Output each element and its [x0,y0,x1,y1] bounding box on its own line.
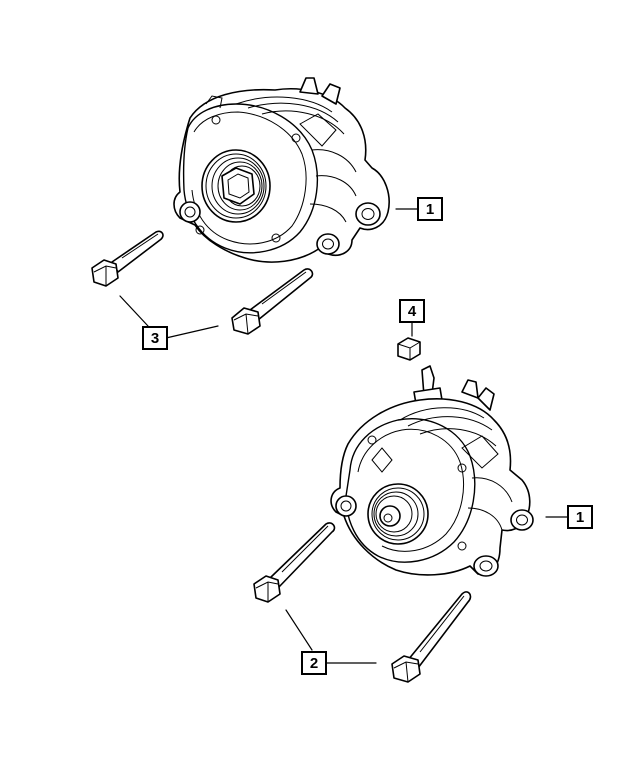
callout-label: 2 [310,655,318,672]
bolt-lower-left-icon[interactable] [253,522,336,603]
callout-label: 4 [408,303,417,320]
callout-2: 2 [285,609,377,675]
callout-4: 4 [399,299,425,337]
callout-label: 3 [151,330,159,347]
callout-3: 3 [119,295,219,350]
callout-1-upper: 1 [395,197,443,221]
alternator-upper-icon[interactable] [173,77,390,263]
callout-label: 1 [576,509,584,526]
bolt-upper-right-icon[interactable] [231,268,314,335]
bolt-upper-left-icon[interactable] [91,230,164,287]
alternator-lower-icon[interactable] [330,365,534,577]
callout-1-lower: 1 [545,505,593,529]
bolt-lower-right-icon[interactable] [391,591,472,683]
callout-label: 1 [426,201,434,218]
nut-icon[interactable] [397,337,421,361]
